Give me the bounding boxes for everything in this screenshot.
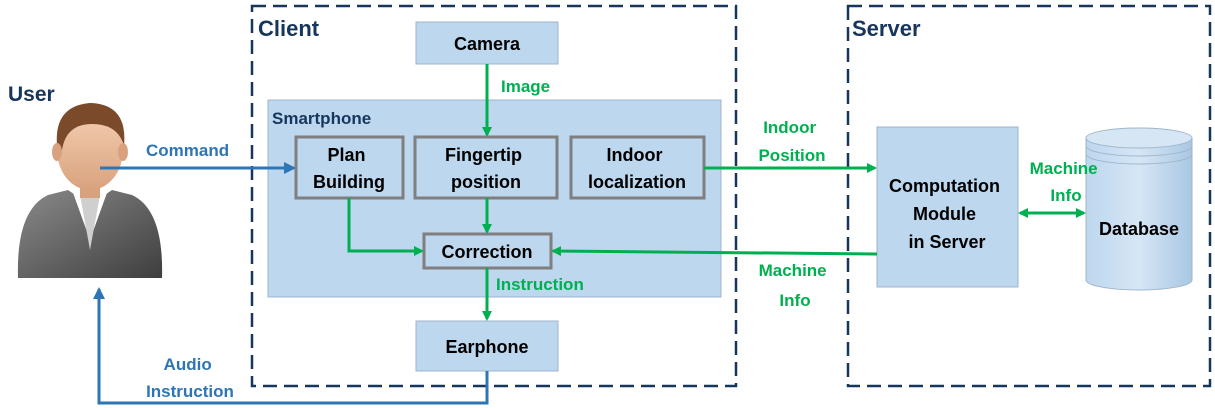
fingertip-position-label: Fingertip position bbox=[445, 145, 527, 192]
arrow-audio-instruction bbox=[93, 287, 489, 405]
client-region-title: Client bbox=[258, 16, 320, 41]
indoor-position-label: Indoor Position bbox=[758, 118, 825, 165]
indoor-localization-label: Indoor localization bbox=[588, 145, 686, 192]
instruction-label: Instruction bbox=[496, 275, 584, 294]
audio-instruction-label: Audio Instruction bbox=[146, 355, 234, 401]
smartphone-label: Smartphone bbox=[272, 109, 371, 128]
camera-label: Camera bbox=[454, 34, 521, 54]
machine-info-db-label: Machine Info bbox=[1030, 159, 1103, 205]
image-label: Image bbox=[501, 77, 550, 96]
machine-info-return-label: Machine Info bbox=[759, 261, 832, 310]
user-label: User bbox=[8, 83, 55, 106]
person-avatar-icon bbox=[17, 103, 163, 278]
correction-box bbox=[422, 232, 553, 270]
database-cylinder-icon bbox=[1085, 127, 1193, 291]
camera-box bbox=[415, 21, 559, 65]
database-label: Database bbox=[1099, 219, 1179, 239]
command-label: Command bbox=[146, 141, 229, 160]
earphone-label: Earphone bbox=[445, 337, 528, 357]
arrow-server-to-correction bbox=[551, 246, 878, 257]
plan-building-label: Plan Building bbox=[313, 145, 385, 192]
computation-module-label: Computation Module in Server bbox=[889, 176, 1005, 252]
correction-label: Correction bbox=[441, 242, 532, 262]
server-region-title: Server bbox=[852, 16, 921, 41]
server-region bbox=[846, 4, 1212, 388]
plan-building-box bbox=[294, 135, 405, 200]
computation-module-box bbox=[876, 126, 1019, 288]
arrow-plan-to-correction bbox=[347, 198, 424, 256]
indoor-localization-box bbox=[569, 135, 706, 200]
client-region bbox=[250, 4, 738, 388]
